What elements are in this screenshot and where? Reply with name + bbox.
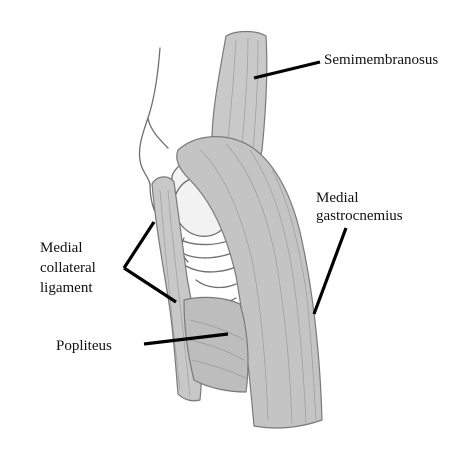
label-semimembranosus: Semimembranosus [324,52,438,68]
popliteus-muscle [183,296,249,393]
popliteus-leader [143,332,229,346]
label-medial-gastrocnemius-line1: Medial [316,190,359,206]
medial-gastrocnemius-leader [312,227,348,315]
label-mcl-line2: collateral [40,260,96,276]
leader-lines [122,60,348,346]
label-popliteus: Popliteus [56,338,112,354]
mcl-leader-lower [123,266,177,304]
label-mcl-line1: Medial [40,240,83,256]
label-mcl-line3: ligament [40,280,93,296]
mcl-leader-upper [122,221,156,269]
label-medial-gastrocnemius-line2: gastrocnemius [316,208,403,224]
femur-outline [138,47,169,185]
medial-gastrocnemius-muscle [176,136,323,429]
semimembranosus-leader [253,60,321,80]
